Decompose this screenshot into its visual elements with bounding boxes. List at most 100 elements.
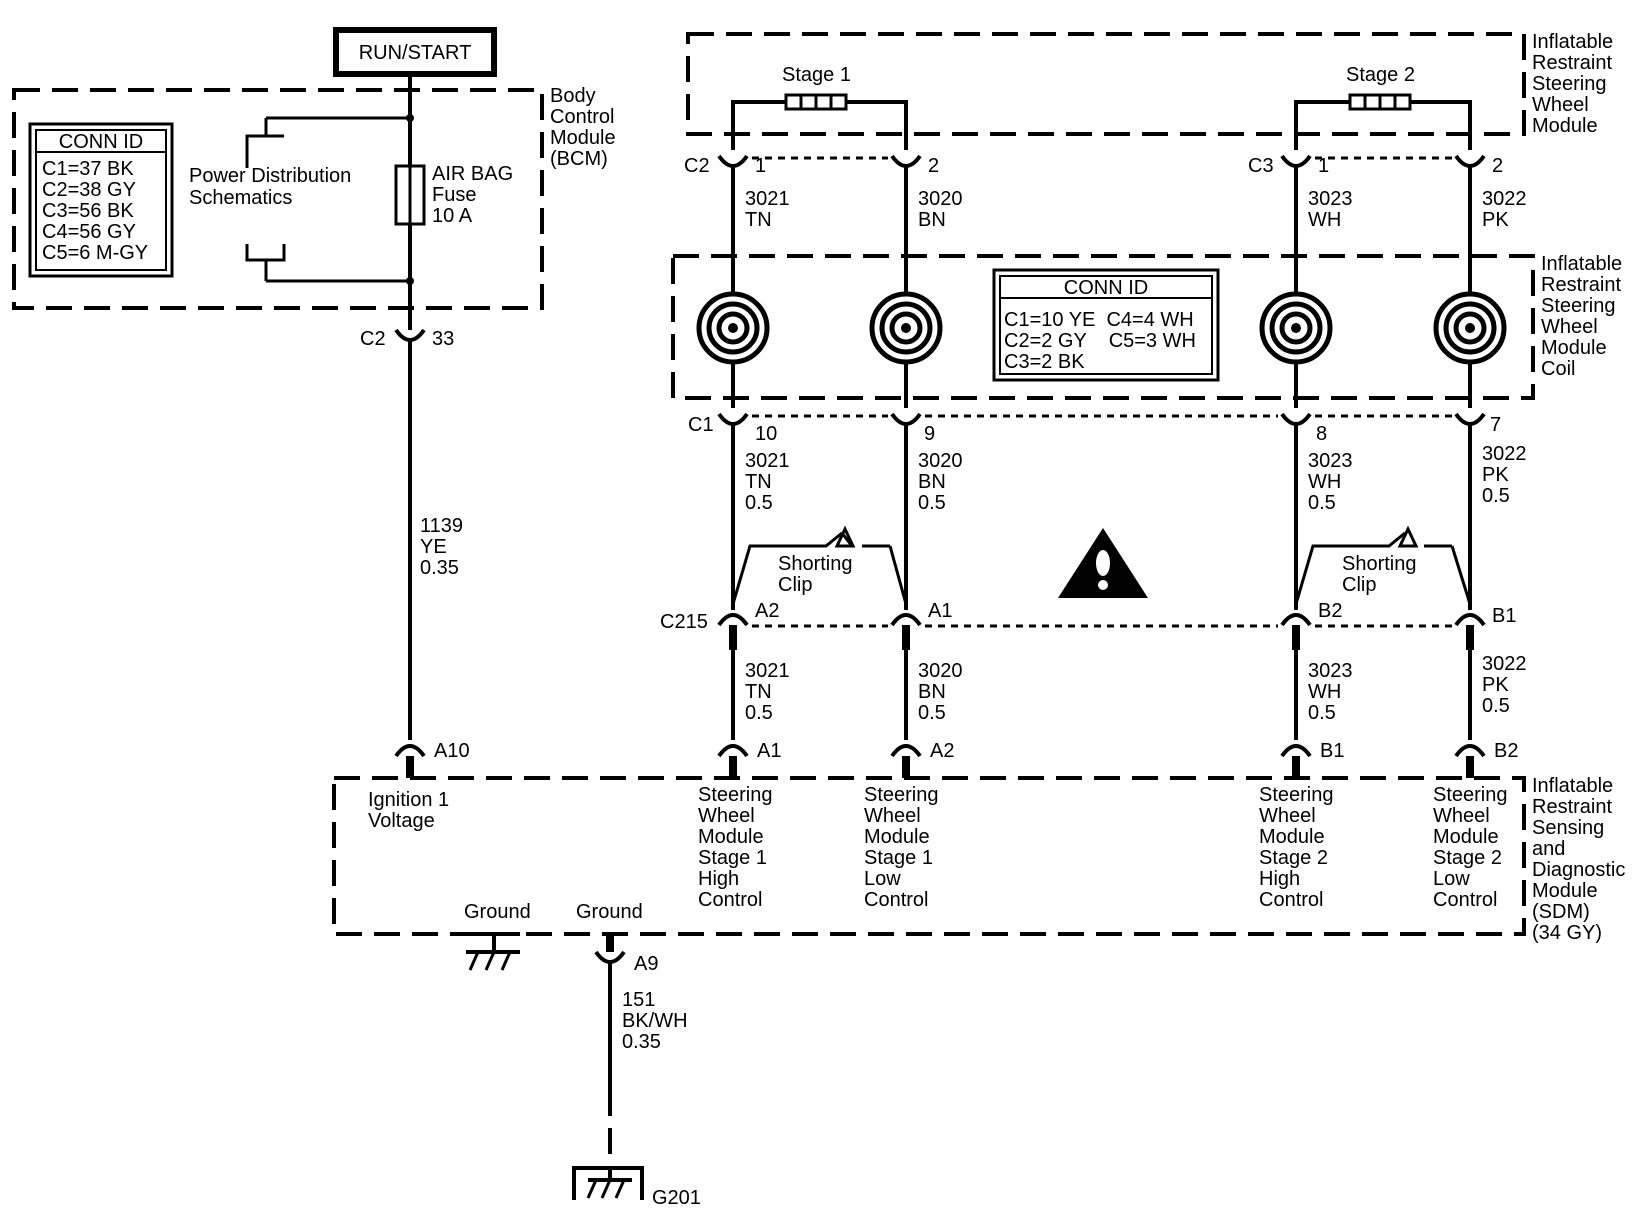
svg-text:Body: Body	[550, 85, 596, 107]
svg-text:Module: Module	[1259, 826, 1325, 848]
svg-text:WH: WH	[1308, 471, 1341, 493]
svg-text:Sensing: Sensing	[1532, 817, 1604, 839]
steering-module-connectors	[717, 154, 1486, 168]
c215-connector	[717, 613, 1486, 650]
clockspring-coil-icon	[869, 291, 943, 365]
svg-text:Restraint: Restraint	[1532, 52, 1612, 74]
ground-g201-icon	[572, 1166, 644, 1200]
svg-text:CONN ID: CONN ID	[1064, 277, 1148, 299]
pin-label: 2	[928, 155, 939, 177]
svg-text:Diagnostic: Diagnostic	[1532, 859, 1625, 881]
svg-text:PK: PK	[1482, 209, 1509, 231]
svg-text:PK: PK	[1482, 674, 1509, 696]
svg-text:Clip: Clip	[778, 574, 812, 596]
svg-text:Module: Module	[1433, 826, 1499, 848]
svg-text:C2=2 GY C5=3 WH: C2=2 GY C5=3 WH	[1004, 330, 1196, 352]
shorting-clip-right: Shorting Clip	[1294, 525, 1472, 605]
pin-label: B1	[1492, 605, 1516, 627]
svg-text:Control: Control	[698, 889, 762, 911]
bcm-c2-connector	[394, 328, 426, 342]
pin-label: 1	[1318, 155, 1329, 177]
svg-text:CONN ID: CONN ID	[59, 131, 143, 153]
svg-text:High: High	[698, 868, 739, 890]
pin-label: 7	[1490, 414, 1501, 436]
svg-text:Restraint: Restraint	[1532, 796, 1612, 818]
c215-conn-label: C215	[660, 611, 708, 633]
svg-text:3022: 3022	[1482, 653, 1527, 675]
svg-text:Shorting: Shorting	[1342, 553, 1417, 575]
svg-text:Steering: Steering	[698, 784, 773, 806]
clockspring-coil-icon	[696, 291, 770, 365]
bcm-conn-label: C2	[360, 328, 386, 350]
sdm-connectors	[394, 744, 1486, 778]
sdm-a9-connector	[594, 950, 626, 964]
svg-text:Stage 2: Stage 2	[1433, 847, 1502, 869]
pin-label: B2	[1494, 740, 1518, 762]
svg-text:3023: 3023	[1308, 188, 1353, 210]
pin-label: 1	[755, 155, 766, 177]
svg-text:YE: YE	[420, 536, 447, 558]
svg-text:and: and	[1532, 838, 1565, 860]
power-distribution-reference: Power Distribution Schematics	[189, 116, 410, 283]
pin-label: A2	[930, 740, 954, 762]
ground-label: Ground	[576, 901, 643, 923]
svg-text:Steering: Steering	[1259, 784, 1334, 806]
svg-text:(SDM): (SDM)	[1532, 901, 1590, 923]
svg-text:Inflatable: Inflatable	[1532, 775, 1613, 797]
svg-text:0.5: 0.5	[918, 702, 946, 724]
svg-text:Wheel: Wheel	[1259, 805, 1316, 827]
svg-text:Wheel: Wheel	[1532, 94, 1589, 116]
svg-text:0.5: 0.5	[1482, 695, 1510, 717]
svg-text:BN: BN	[918, 209, 946, 231]
svg-text:Shorting: Shorting	[778, 553, 853, 575]
svg-text:10 A: 10 A	[432, 205, 473, 227]
svg-text:Coil: Coil	[1541, 358, 1575, 380]
clockspring-coil-icon	[1433, 291, 1507, 365]
svg-text:Control: Control	[864, 889, 928, 911]
bcm-boundary	[12, 88, 544, 310]
svg-text:151: 151	[622, 989, 655, 1011]
svg-text:Voltage: Voltage	[368, 810, 435, 832]
svg-text:3020: 3020	[918, 188, 963, 210]
svg-text:Stage 1: Stage 1	[864, 847, 933, 869]
svg-text:3022: 3022	[1482, 188, 1527, 210]
svg-text:TN: TN	[745, 681, 772, 703]
svg-text:0.5: 0.5	[745, 702, 773, 724]
svg-text:Module: Module	[1541, 337, 1607, 359]
svg-text:Wheel: Wheel	[864, 805, 921, 827]
svg-text:0.5: 0.5	[918, 492, 946, 514]
steering-module-label: Inflatable Restraint Steering Wheel Modu…	[1532, 31, 1613, 137]
stage2-label: Stage 2	[1346, 64, 1415, 86]
svg-text:0.35: 0.35	[622, 1031, 661, 1053]
ground-point-label: G201	[652, 1187, 701, 1209]
chassis-ground-icon	[466, 932, 520, 971]
svg-text:Steering: Steering	[1541, 295, 1616, 317]
svg-text:C1=10 YE C4=4 WH: C1=10 YE C4=4 WH	[1004, 309, 1194, 331]
svg-text:Schematics: Schematics	[189, 187, 292, 209]
svg-text:Wheel: Wheel	[1433, 805, 1490, 827]
svg-text:Module: Module	[698, 826, 764, 848]
steering-module-boundary	[686, 32, 1526, 136]
coil-label: Inflatable Restraint Steering Wheel Modu…	[1541, 253, 1622, 380]
svg-text:3020: 3020	[918, 660, 963, 682]
svg-text:Control: Control	[1433, 889, 1497, 911]
svg-text:0.35: 0.35	[420, 557, 459, 579]
svg-text:C5=6 M-GY: C5=6 M-GY	[42, 242, 148, 264]
clockspring-coil-icon	[1259, 291, 1333, 365]
svg-text:BN: BN	[918, 471, 946, 493]
coil-conn-label: C1	[688, 414, 714, 436]
conn-c3-label: C3	[1248, 155, 1274, 177]
svg-text:WH: WH	[1308, 209, 1341, 231]
